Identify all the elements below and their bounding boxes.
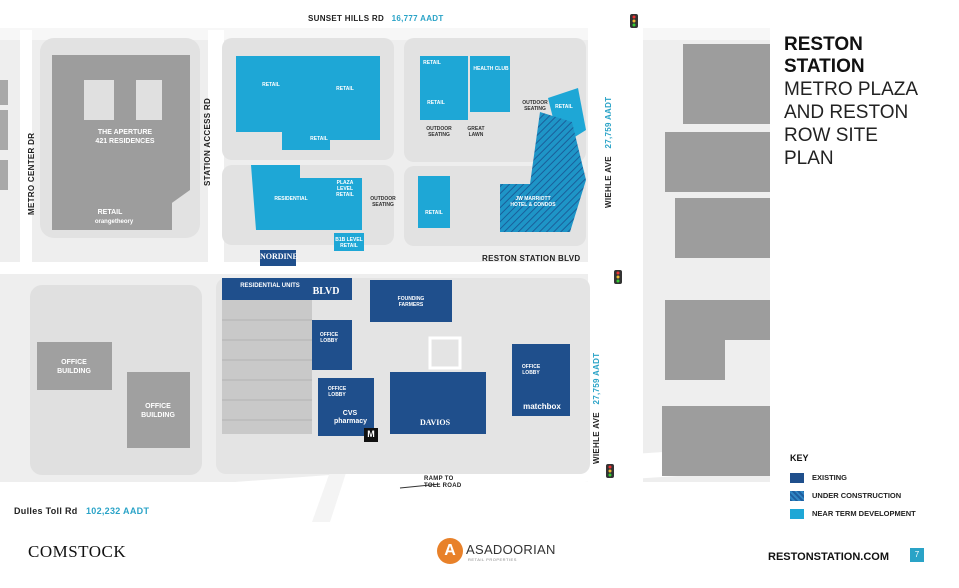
reston-station-blvd-label: RESTON STATION BLVD bbox=[482, 254, 581, 263]
title-line-6: PLAN bbox=[784, 148, 834, 169]
outdoor-seating-2-label: OUTDOOR SEATING bbox=[426, 126, 452, 138]
wiehle-upper-name: WIEHLE AVE bbox=[604, 156, 613, 208]
retail-d-label: RETAIL bbox=[423, 60, 441, 66]
under-construction-swatch bbox=[790, 490, 804, 501]
sunset-hills-rd-label: SUNSET HILLS RD 16,777 AADT bbox=[308, 14, 444, 23]
key-label-near-term: NEAR TERM DEVELOPMENT bbox=[812, 509, 916, 518]
key-label-under-construction: UNDER CONSTRUCTION bbox=[812, 491, 902, 500]
health-club-label: HEALTH CLUB bbox=[473, 66, 509, 72]
wiehle-ave-upper-label: WIEHLE AVE 27,759 AADT bbox=[604, 97, 613, 208]
retail-f-label: RETAIL bbox=[425, 210, 443, 216]
marriott-label: JW MARRIOTT HOTEL & CONDOS bbox=[510, 196, 556, 208]
blvd-label: BLVD bbox=[312, 286, 340, 297]
residential-units-label: RESIDENTIAL UNITS bbox=[240, 283, 300, 289]
wiehle-ave-lower-label: WIEHLE AVE 27,759 AADT bbox=[592, 353, 601, 464]
office-lobby-1-label: OFFICE LOBBY bbox=[319, 332, 339, 344]
metro-center-dr-label: METRO CENTER DR bbox=[27, 132, 36, 215]
title-line-1: RESTON bbox=[784, 34, 863, 55]
cvs-label: CVS pharmacy bbox=[334, 410, 368, 425]
office-lobby-3-label: OFFICE LOBBY bbox=[521, 364, 541, 376]
aperture-retail-label: RETAIL bbox=[97, 209, 123, 216]
asadoorian-logo-icon: A bbox=[437, 538, 463, 564]
title-line-4: AND RESTON bbox=[784, 102, 909, 123]
key-label-existing: EXISTING bbox=[812, 473, 848, 482]
outdoor-seating-1-label: OUTDOOR SEATING bbox=[370, 196, 396, 208]
title-line-3: METRO PLAZA bbox=[784, 79, 919, 100]
page-title: RESTON STATION METRO PLAZA AND RESTON RO… bbox=[784, 34, 918, 170]
b1-level-retail-label: B1B LEVEL RETAIL bbox=[335, 237, 363, 249]
retail-g-label: RETAIL bbox=[555, 104, 573, 110]
reston-station-url[interactable]: RESTONSTATION.COM bbox=[768, 551, 889, 563]
dulles-toll-rd-label: Dulles Toll Rd 102,232 AADT bbox=[14, 506, 149, 516]
wiehle-lower-name: WIEHLE AVE bbox=[592, 412, 601, 464]
retail-e-label: RETAIL bbox=[427, 100, 445, 106]
sunset-hills-name: SUNSET HILLS RD bbox=[308, 14, 385, 23]
key-item-under-construction: UNDER CONSTRUCTION bbox=[790, 490, 901, 501]
office-building-1-label: OFFICE BUILDING bbox=[57, 359, 91, 375]
nordine-label: NORDINE bbox=[260, 252, 298, 261]
great-lawn-label: GREAT LAWN bbox=[467, 126, 485, 138]
asadoorian-logo: ASADOORIAN bbox=[466, 542, 556, 557]
residential-label: RESIDENTIAL bbox=[274, 196, 308, 202]
orangetheory-label: orangetheory bbox=[94, 219, 134, 225]
title-line-2: STATION bbox=[784, 56, 865, 77]
founding-farmers-label: FOUNDING FARMERS bbox=[397, 296, 425, 308]
davios-label: DAVIOS bbox=[419, 418, 451, 427]
sunset-hills-aadt: 16,777 AADT bbox=[391, 14, 444, 23]
comstock-logo: COMSTOCK bbox=[28, 542, 127, 561]
near-term-swatch bbox=[790, 508, 804, 519]
title-line-5: ROW SITE bbox=[784, 125, 878, 146]
key-item-existing: EXISTING bbox=[790, 472, 847, 483]
retail-a-label: RETAIL bbox=[262, 82, 280, 88]
map-base bbox=[0, 0, 770, 522]
site-plan-map: SUNSET HILLS RD 16,777 AADT METRO CENTER… bbox=[0, 0, 770, 522]
matchbox-label: matchbox bbox=[523, 402, 561, 411]
aperture-label: THE APERTURE 421 RESIDENCES bbox=[95, 129, 155, 145]
retail-b-label: RETAIL bbox=[336, 86, 354, 92]
key-title: KEY bbox=[790, 453, 809, 463]
existing-swatch bbox=[790, 472, 804, 483]
office-lobby-2-label: OFFICE LOBBY bbox=[327, 386, 347, 398]
office-building-2-label: OFFICE BUILDING bbox=[141, 403, 175, 419]
station-access-rd-label: STATION ACCESS RD bbox=[203, 97, 212, 186]
retail-c-label: RETAIL bbox=[310, 136, 328, 142]
wiehle-lower-aadt: 27,759 AADT bbox=[592, 352, 601, 405]
page-number: 7 bbox=[910, 548, 924, 562]
plaza-level-retail-label: PLAZA LEVEL RETAIL bbox=[336, 180, 354, 198]
dulles-name: Dulles Toll Rd bbox=[14, 506, 78, 516]
metro-m-icon: M bbox=[367, 429, 375, 439]
wiehle-upper-aadt: 27,759 AADT bbox=[604, 96, 613, 149]
ramp-to-toll-road-label: RAMP TO TOLL ROAD bbox=[424, 476, 462, 489]
dulles-aadt: 102,232 AADT bbox=[85, 506, 150, 516]
asadoorian-subtitle: RETAIL PROPERTIES bbox=[468, 557, 517, 562]
title-panel: RESTON STATION METRO PLAZA AND RESTON RO… bbox=[770, 0, 959, 522]
outdoor-seating-3-label: OUTDOOR SEATING bbox=[522, 100, 548, 112]
key-item-near-term: NEAR TERM DEVELOPMENT bbox=[790, 508, 916, 519]
footer: COMSTOCK A ASADOORIAN RETAIL PROPERTIES … bbox=[0, 522, 959, 588]
